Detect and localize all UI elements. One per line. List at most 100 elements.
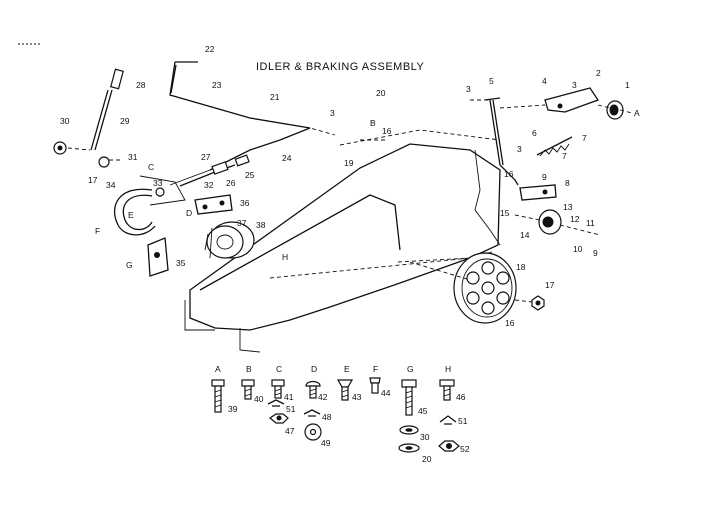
callout-31: 31 [128, 152, 138, 162]
hw-num-48: 48 [322, 412, 332, 422]
hw-bolt-42 [303, 380, 322, 441]
callout-5: 5 [489, 76, 494, 86]
callout-6: 6 [532, 128, 537, 138]
washer-31 [98, 156, 110, 168]
callout-16-right: 16 [504, 169, 514, 179]
diagram-title: IDLER & BRAKING ASSEMBLY [256, 61, 424, 73]
callout-33: 33 [153, 178, 163, 188]
callout-20: 20 [376, 88, 386, 98]
callout-17-left: 17 [88, 175, 98, 185]
hw-num-51b: 51 [458, 416, 468, 426]
spring-7 [536, 136, 573, 157]
callout-24: 24 [282, 153, 292, 163]
hw-lockwasher-48 [303, 409, 321, 417]
bushing-1 [606, 100, 624, 120]
brake-band [113, 175, 186, 236]
hw-letter-A: A [215, 364, 221, 374]
callout-35: 35 [176, 258, 186, 268]
callout-13: 13 [563, 202, 573, 212]
callout-21: 21 [270, 92, 280, 102]
callout-3-r3: 3 [517, 144, 522, 154]
callout-H: H [282, 252, 288, 262]
hw-num-45: 45 [418, 406, 428, 416]
hw-num-30: 30 [420, 432, 430, 442]
hw-letter-D: D [311, 364, 317, 374]
hw-num-20: 20 [422, 454, 432, 464]
callout-3-r1: 3 [466, 84, 471, 94]
callout-25: 25 [245, 170, 255, 180]
hw-num-52: 52 [460, 444, 470, 454]
callout-4: 4 [542, 76, 547, 86]
hw-bolt-41 [267, 379, 289, 424]
leader-lines [67, 99, 633, 303]
hw-num-51: 51 [286, 404, 296, 414]
callout-15: 15 [500, 208, 510, 218]
callout-7-top: 7 [582, 133, 587, 143]
callout-14: 14 [520, 230, 530, 240]
bracket-36 [194, 194, 233, 215]
callout-A: A [634, 108, 640, 118]
lift-rod [53, 68, 124, 168]
callout-F: F [95, 226, 100, 236]
hw-letter-H: H [445, 364, 451, 374]
hw-num-40: 40 [254, 394, 264, 404]
callout-16-mid: 16 [382, 126, 392, 136]
pulley-13 [538, 209, 562, 235]
bracket-35 [147, 237, 169, 277]
callout-23: 23 [212, 80, 222, 90]
hw-bolt-45 [398, 379, 420, 453]
hw-lockwasher-51 [267, 399, 285, 407]
hw-bolt-43 [336, 379, 354, 401]
callout-32: 32 [204, 180, 214, 190]
hw-letter-B: B [246, 364, 252, 374]
callout-C: C [148, 162, 154, 172]
callout-E: E [128, 210, 134, 220]
drive-wheel-18 [453, 252, 517, 324]
callout-29: 29 [120, 116, 130, 126]
callout-G: G [126, 260, 133, 270]
callout-3-top: 3 [330, 108, 335, 118]
callout-7-mid: 7 [562, 151, 567, 161]
callout-38: 38 [256, 220, 266, 230]
hw-letter-E: E [344, 364, 350, 374]
plate-8 [519, 184, 557, 201]
hardware-key: A B C D E F G H [211, 364, 470, 464]
callout-18: 18 [516, 262, 526, 272]
callout-12: 12 [570, 214, 580, 224]
callout-8: 8 [565, 178, 570, 188]
callout-34: 34 [106, 180, 116, 190]
hw-num-43: 43 [352, 392, 362, 402]
idler-pulley-37 [204, 221, 255, 259]
callout-17-right: 17 [545, 280, 555, 290]
callout-22: 22 [205, 44, 215, 54]
callout-10: 10 [573, 244, 583, 254]
hw-letter-G: G [407, 364, 414, 374]
bracket-2 [544, 87, 599, 113]
hw-num-42: 42 [318, 392, 328, 402]
hw-pin-44 [369, 377, 381, 394]
callout-9-bottom: 9 [593, 248, 598, 258]
callout-26: 26 [226, 178, 236, 188]
hw-bolt-39 [211, 379, 225, 413]
callout-B: B [370, 118, 376, 128]
nut-17 [531, 295, 545, 311]
brake-rod-assembly [169, 61, 336, 186]
callout-37: 37 [237, 218, 247, 228]
callout-3-r2: 3 [572, 80, 577, 90]
callout-27: 27 [201, 152, 211, 162]
callout-28: 28 [136, 80, 146, 90]
hw-letter-C: C [276, 364, 282, 374]
hw-bolt-40 [241, 379, 255, 400]
hw-num-41: 41 [284, 392, 294, 402]
spring-assembly [179, 154, 250, 187]
callout-9-top: 9 [542, 172, 547, 182]
callout-D: D [186, 208, 192, 218]
hw-num-49: 49 [321, 438, 331, 448]
callout-16-bottom: 16 [505, 318, 515, 328]
hw-letter-F: F [373, 364, 378, 374]
hw-num-46: 46 [456, 392, 466, 402]
callout-36: 36 [240, 198, 250, 208]
hw-bolt-46 [438, 379, 460, 452]
callout-1: 1 [625, 80, 630, 90]
